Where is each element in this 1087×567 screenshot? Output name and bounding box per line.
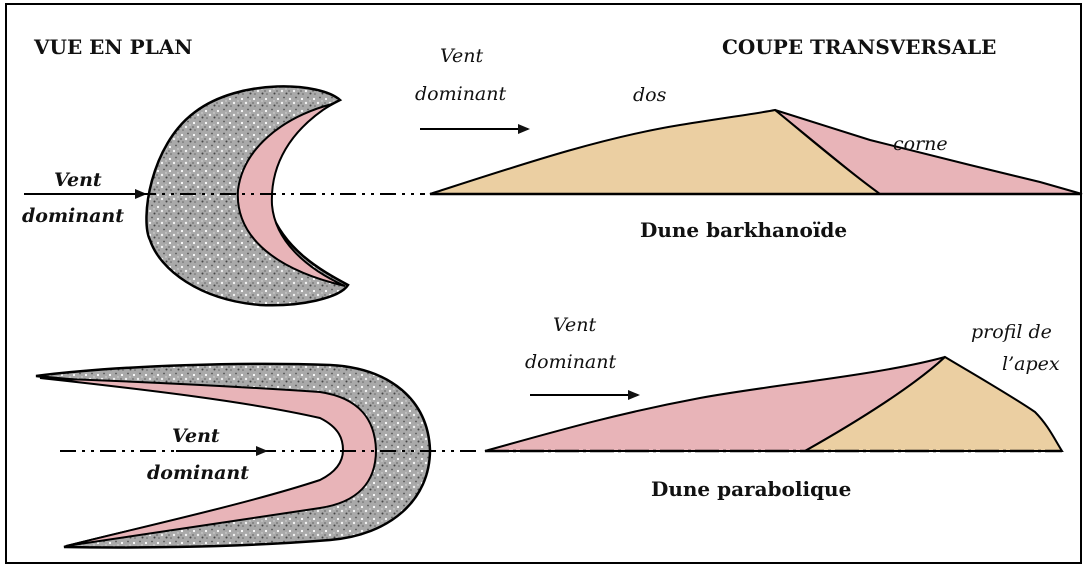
barkhanoid-cross-section: Vent dominant dos corne Dune barkhanoïde	[415, 45, 1082, 242]
barkhanoid-wind-label-2: dominant	[22, 205, 124, 227]
parabolic-section-wind-label-2: dominant	[525, 351, 616, 373]
plan-view-heading: VUE EN PLAN	[33, 35, 193, 59]
barkhanoid-wind-label-1: Vent	[54, 169, 102, 191]
parabolic-wind-label-1: Vent	[172, 425, 220, 447]
barkhanoid-plan-view: Vent dominant	[22, 86, 425, 305]
cross-section-heading: COUPE TRANSVERSALE	[722, 35, 996, 59]
barkhanoid-back-label: dos	[633, 84, 667, 106]
barkhanoid-caption: Dune barkhanoïde	[640, 218, 847, 242]
parabolic-apex-label-1: profil de	[971, 321, 1052, 343]
barkhanoid-horn-label: corne	[893, 133, 948, 155]
barkhanoid-section-wind-label-1: Vent	[440, 45, 483, 67]
barkhanoid-section-wind-label-2: dominant	[415, 83, 506, 105]
parabolic-section-wind-label-1: Vent	[553, 314, 596, 336]
parabolic-cross-section: Vent dominant profil de l’apex Dune para…	[485, 314, 1062, 501]
parabolic-plan-view: Vent dominant	[36, 364, 480, 548]
parabolic-caption: Dune parabolique	[651, 477, 851, 501]
parabolic-apex-label-2: l’apex	[1002, 353, 1060, 375]
parabolic-wind-label-2: dominant	[147, 462, 249, 484]
